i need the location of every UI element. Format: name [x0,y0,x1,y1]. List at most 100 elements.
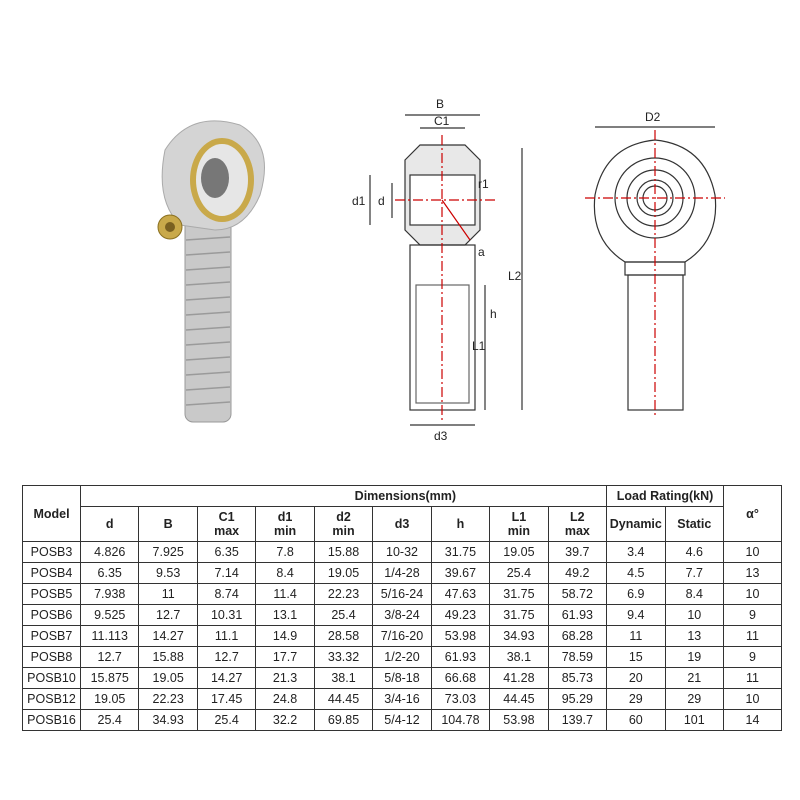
value-cell: 3.4 [606,541,666,563]
column-header-main: d1 [277,510,293,524]
value-cell: 21 [664,667,725,689]
model-cell: POSB3 [22,541,81,563]
value-cell: 53.98 [489,709,549,731]
value-cell: 31.75 [489,583,549,605]
label-C1: C1 [434,114,450,128]
column-header-sub: max [564,524,590,538]
value-cell: 8.4 [664,583,725,605]
value-cell: 53.98 [430,625,491,647]
value-cell: 3/4-16 [372,688,432,710]
value-cell: 7.8 [255,541,315,563]
value-cell: 49.23 [430,604,491,626]
model-cell: POSB10 [22,667,81,689]
value-cell: 25.4 [79,709,140,731]
value-cell: 38.1 [313,667,374,689]
value-cell: 13.1 [255,604,315,626]
value-cell: 6.35 [196,541,257,563]
value-cell: 11 [606,625,666,647]
value-cell: 4.5 [606,562,666,584]
label-L2: L2 [508,269,522,283]
value-cell: 61.93 [547,604,608,626]
value-cell: 4.6 [664,541,725,563]
value-cell: 13 [664,625,725,647]
column-header-main: L1 [511,510,527,524]
value-cell: 25.4 [313,604,374,626]
value-cell: 10 [723,541,782,563]
value-cell: 25.4 [489,562,549,584]
value-cell: 34.93 [489,625,549,647]
value-cell: 101 [664,709,725,731]
value-cell: 39.7 [547,541,608,563]
value-cell: 95.29 [547,688,608,710]
column-header: B [138,506,198,542]
value-cell: 58.72 [547,583,608,605]
label-L1: L1 [472,339,486,353]
column-header: Static [664,506,725,542]
label-a: a [478,245,485,259]
value-cell: 19.05 [489,541,549,563]
value-cell: 60 [606,709,666,731]
value-cell: 10 [664,604,725,626]
value-cell: 8.74 [196,583,257,605]
label-d3: d3 [434,429,448,443]
spec-table: Model Dimensions(mm) Load Rating(kN) α° … [22,485,782,731]
value-cell: 14.9 [255,625,315,647]
column-header-sub: max [214,524,240,538]
value-cell: 10-32 [372,541,432,563]
value-cell: 6.35 [79,562,140,584]
value-cell: 31.75 [430,541,491,563]
column-header-main: B [163,517,173,531]
value-cell: 3/8-24 [372,604,432,626]
column-header: h [430,506,491,542]
column-header-main: d3 [394,517,410,531]
value-cell: 12.7 [138,604,198,626]
side-view-drawing [369,114,523,426]
column-header-main: h [456,517,465,531]
value-cell: 11 [723,667,782,689]
value-cell: 11.113 [79,625,140,647]
value-cell: 20 [606,667,666,689]
model-cell: POSB4 [22,562,81,584]
value-cell: 7/16-20 [372,625,432,647]
value-cell: 28.58 [313,625,374,647]
value-cell: 39.67 [430,562,491,584]
value-cell: 78.59 [547,646,608,668]
value-cell: 61.93 [430,646,491,668]
label-h: h [490,307,497,321]
column-header-main: Dynamic [609,517,662,531]
model-cell: POSB6 [22,604,81,626]
label-D2: D2 [645,110,661,124]
value-cell: 15.875 [79,667,140,689]
value-cell: 25.4 [196,709,257,731]
value-cell: 8.4 [255,562,315,584]
value-cell: 68.28 [547,625,608,647]
value-cell: 41.28 [489,667,549,689]
value-cell: 5/8-18 [372,667,432,689]
value-cell: 11 [723,625,782,647]
value-cell: 14.27 [138,625,198,647]
value-cell: 5/16-24 [372,583,432,605]
value-cell: 44.45 [489,688,549,710]
value-cell: 13 [723,562,782,584]
value-cell: 11.4 [255,583,315,605]
value-cell: 17.45 [196,688,257,710]
value-cell: 49.2 [547,562,608,584]
label-d: d [378,194,385,208]
value-cell: 14.27 [196,667,257,689]
value-cell: 104.78 [430,709,491,731]
value-cell: 22.23 [138,688,198,710]
value-cell: 17.7 [255,646,315,668]
value-cell: 7.938 [79,583,140,605]
column-header-main: L2 [570,510,585,524]
value-cell: 6.9 [606,583,666,605]
model-cell: POSB7 [22,625,81,647]
header-model: Model [22,485,81,542]
